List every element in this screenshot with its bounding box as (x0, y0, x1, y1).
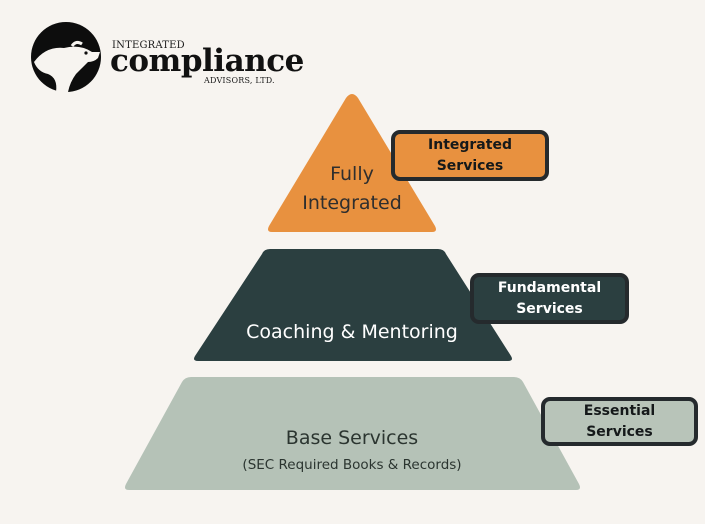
pyramid-middle-tier (194, 249, 512, 361)
logo-sub-text: ADVISORS, LTD. (204, 76, 275, 85)
base-tier-label: Base Services (285, 427, 419, 449)
top-tier-label: Fully Integrated (268, 160, 436, 218)
essential-badge-line2: Services (586, 423, 653, 440)
middle-tier-label: Coaching & Mentoring (246, 321, 458, 343)
fundamental-badge-line2: Services (516, 300, 583, 317)
bear-head-icon (31, 22, 101, 92)
pyramid-base-tier (125, 377, 580, 490)
logo-top-text: INTEGRATED (112, 40, 185, 51)
company-logo: INTEGRATED compliance ADVISORS, LTD. (28, 22, 304, 92)
logo-main-text: compliance (110, 43, 304, 79)
top-tier-label-line1: Fully (330, 163, 374, 185)
fundamental-badge-line1: Fundamental (497, 279, 602, 296)
pyramid-top-tier (268, 94, 436, 232)
integrated-badge-line2: Services (436, 157, 504, 174)
essential-services-badge: Essential Services (541, 397, 698, 446)
integrated-services-badge: Integrated Services (391, 130, 549, 181)
essential-badge-line1: Essential (583, 402, 656, 419)
fundamental-services-badge: Fundamental Services (470, 273, 629, 324)
base-tier-sublabel: (SEC Required Books & Records) (242, 457, 462, 473)
integrated-badge-line1: Integrated (428, 136, 512, 153)
top-tier-label-line2: Integrated (302, 192, 402, 214)
